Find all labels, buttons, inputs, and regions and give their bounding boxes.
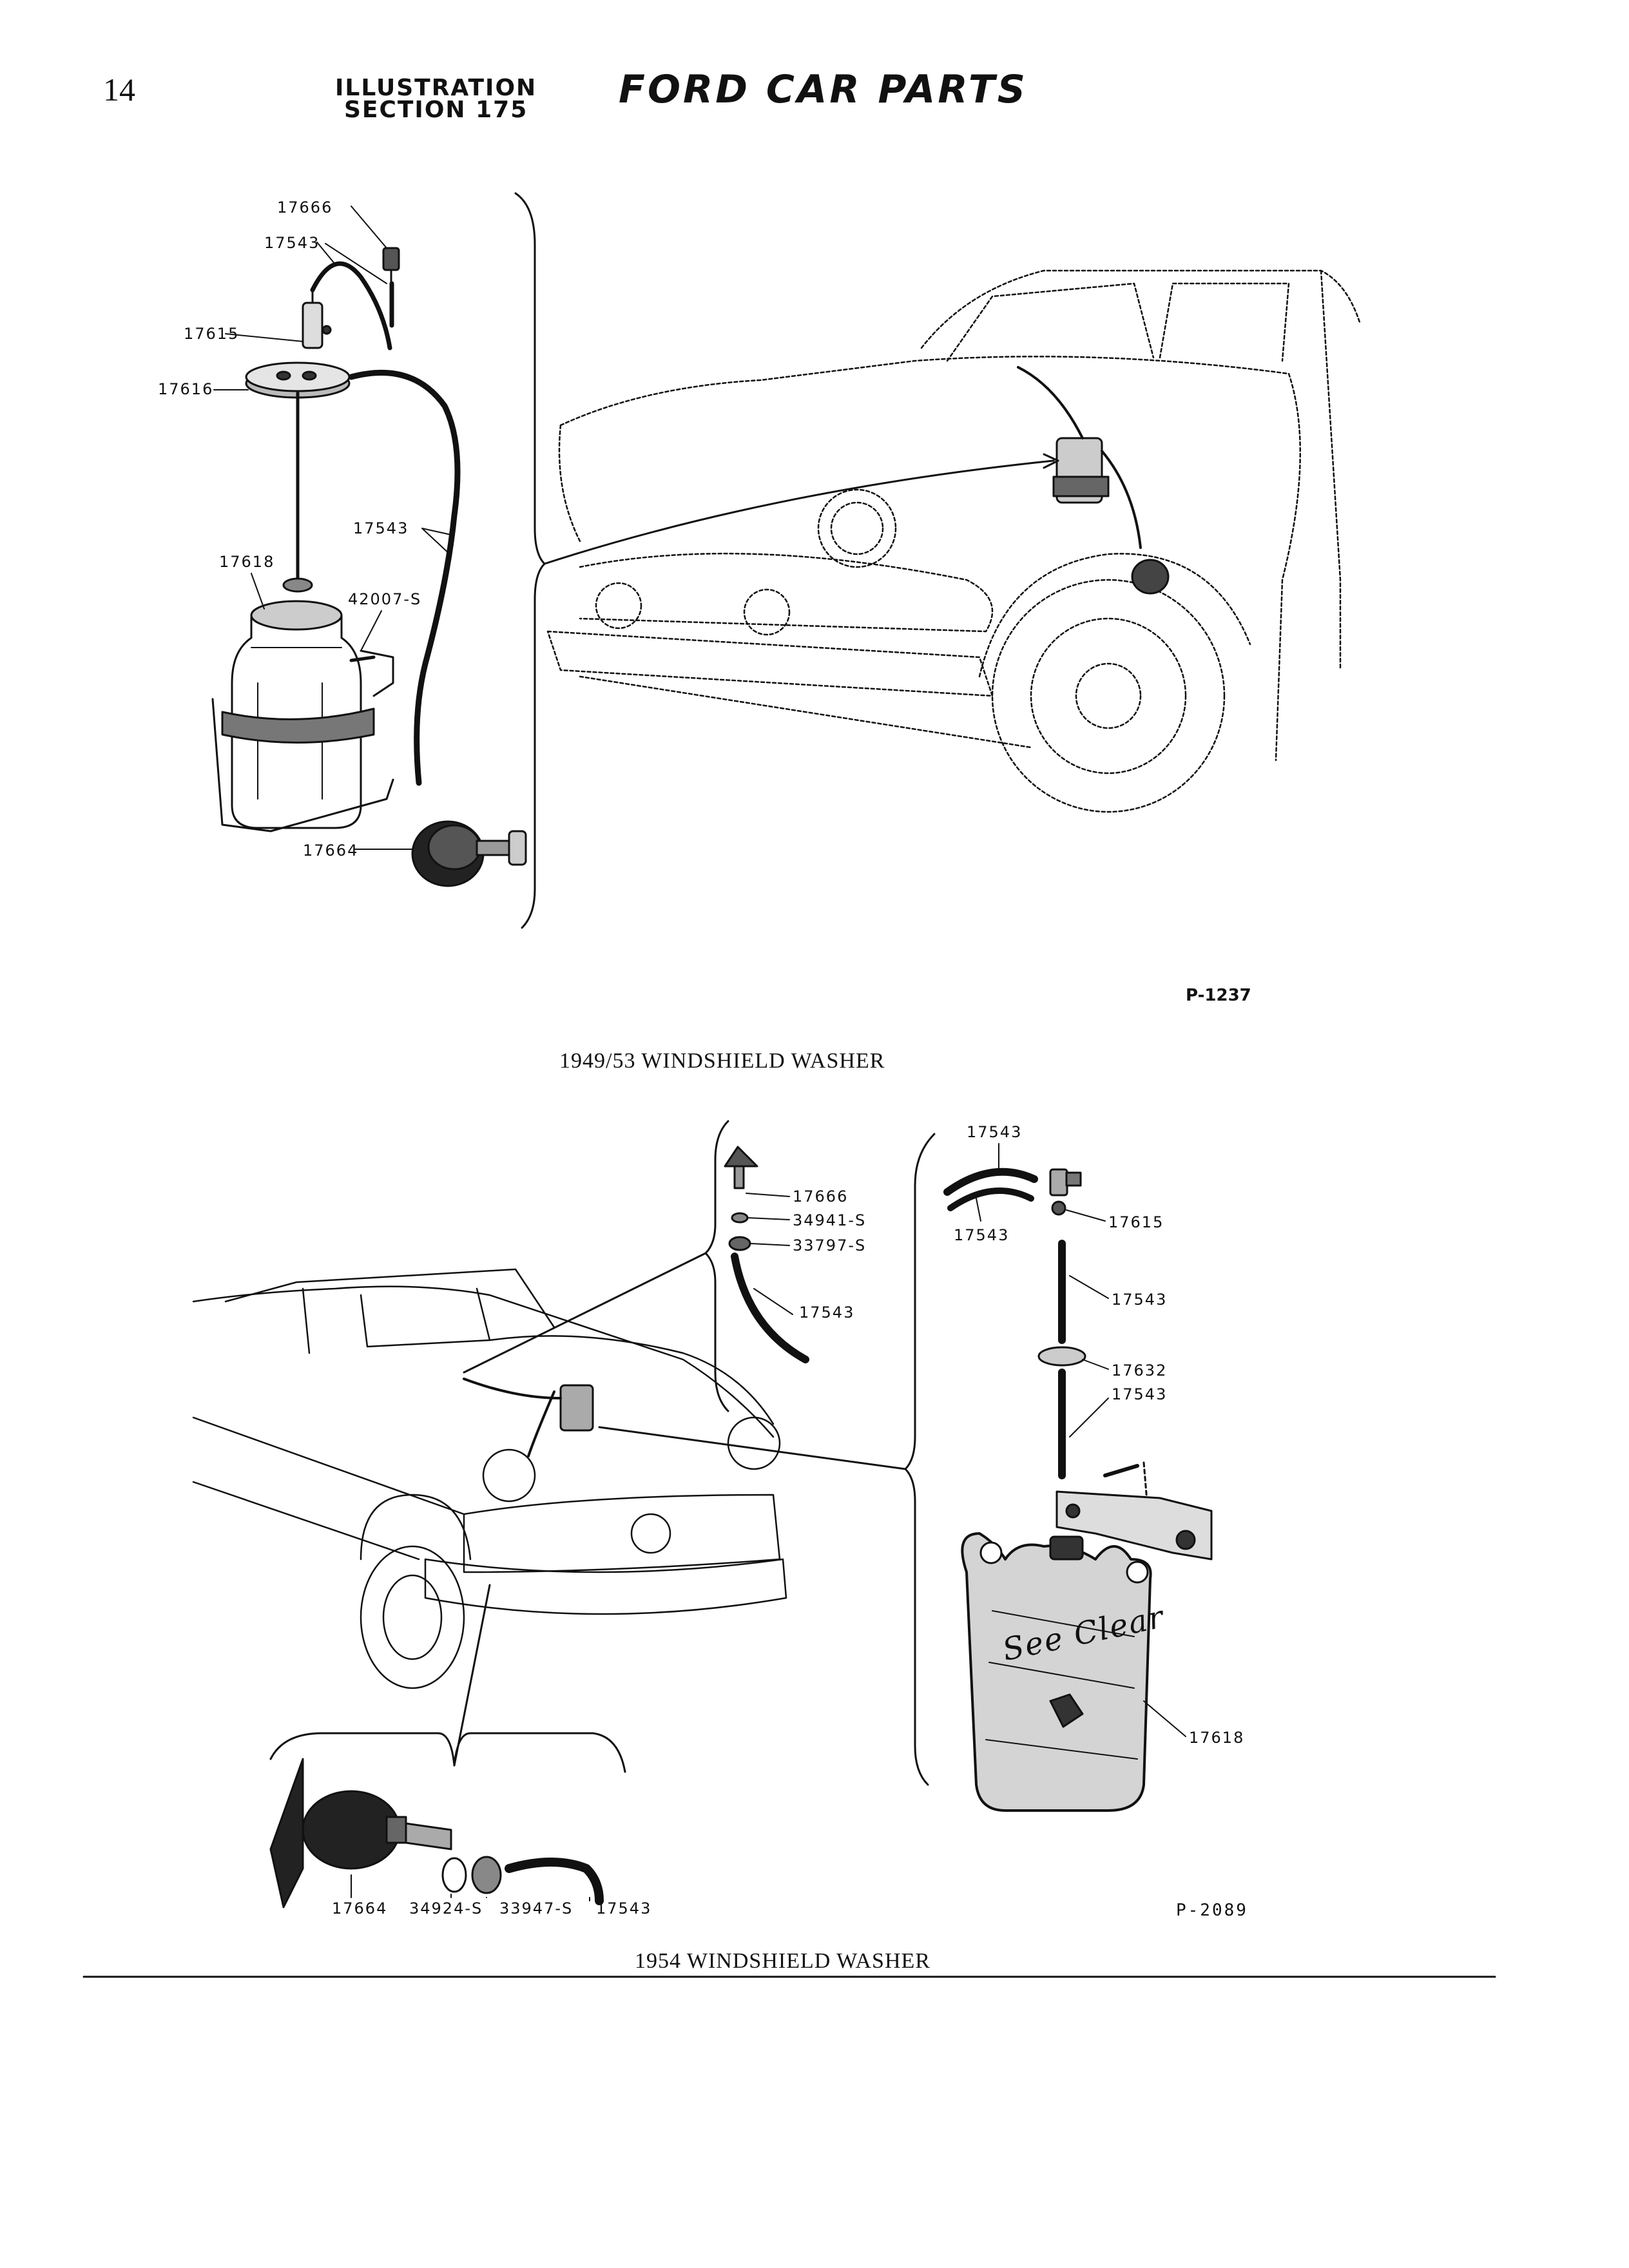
- fig2-pump-bracket: [269, 1732, 626, 1773]
- section-label-line2: SECTION 175: [343, 97, 528, 123]
- section-label: ILLUSTRATION SECTION 175: [335, 75, 537, 123]
- part-17666: 17666: [277, 198, 333, 216]
- part-17543-b: 17543: [353, 519, 409, 537]
- fig1-valve-17615: [302, 289, 332, 349]
- page-title: FORD CAR PARTS: [619, 67, 1028, 112]
- part2-33797s: 33797-S: [793, 1236, 866, 1254]
- part-17543-a: 17543: [264, 234, 320, 252]
- fig1-divider-bracket: [514, 192, 546, 929]
- part-17618: 17618: [219, 553, 275, 571]
- part2-17543-b4: 17543: [1112, 1385, 1167, 1403]
- page-number: 14: [103, 72, 135, 108]
- fig2-bag-parts: [943, 1168, 1213, 1812]
- fig2-pump-parts: [269, 1758, 604, 1908]
- part2-17543-b2: 17543: [954, 1226, 1009, 1244]
- fig1-tube-upper: [310, 261, 392, 351]
- part2-17666: 17666: [793, 1187, 848, 1206]
- fig1-car-reservoir: [543, 366, 1170, 595]
- fig1-tube-long: [348, 369, 461, 786]
- part2-17543-b3: 17543: [1112, 1291, 1167, 1309]
- fig2-caption: 1954 WINDSHIELD WASHER: [635, 1949, 930, 1973]
- part-17616: 17616: [158, 380, 213, 398]
- fig2-jet-parts: [724, 1146, 809, 1363]
- fig2-bag-bracket: [904, 1133, 936, 1786]
- fig1-caption: 1949/53 WINDSHIELD WASHER: [559, 1049, 885, 1073]
- part2-17664: 17664: [332, 1899, 387, 1917]
- fig1-jar-17618: [211, 600, 394, 832]
- part-17664: 17664: [303, 841, 358, 860]
- fig1-car: [546, 269, 1361, 813]
- fig1-screw-42007s: [349, 655, 376, 662]
- part2-34941s: 34941-S: [793, 1211, 866, 1229]
- fig1-pump-17664: [411, 820, 527, 887]
- part2-17615: 17615: [1108, 1213, 1164, 1231]
- fig2-plate-number: P-2089: [1176, 1901, 1248, 1920]
- part2-17618: 17618: [1189, 1729, 1244, 1747]
- part2-17543-jet: 17543: [799, 1303, 854, 1321]
- part-42007s: 42007-S: [348, 590, 421, 608]
- fig2-car-washer: [453, 1252, 907, 1767]
- part2-17543-pump: 17543: [596, 1899, 651, 1917]
- fig1-plate-number: P-1237: [1186, 986, 1251, 1005]
- part2-17632: 17632: [1112, 1361, 1167, 1379]
- fig1-cap-17616: [245, 361, 351, 399]
- part2-34924s: 34924-S: [409, 1899, 483, 1917]
- fig2-car: [192, 1268, 787, 1689]
- section-label-line1: ILLUSTRATION: [335, 75, 537, 101]
- part2-33947s: 33947-S: [499, 1899, 573, 1917]
- part2-17543-b1: 17543: [967, 1123, 1022, 1141]
- part-17615: 17615: [184, 325, 239, 343]
